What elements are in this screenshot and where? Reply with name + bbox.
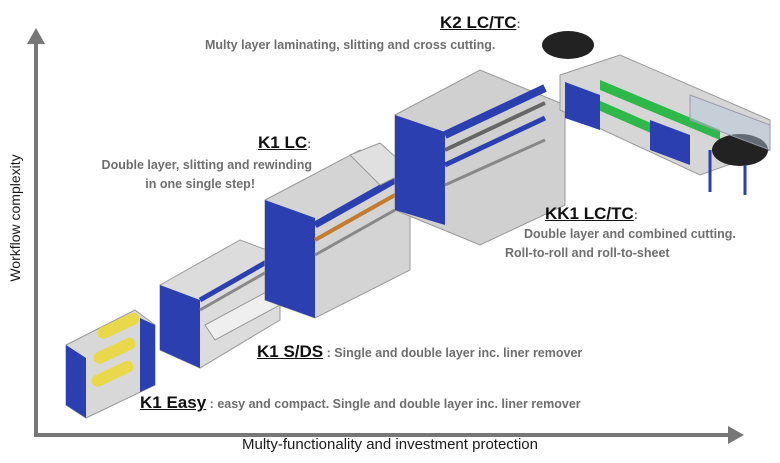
roll-bottom-icon (712, 134, 768, 166)
desc-kk1-lctc-line1: Double layer and combined cutting. (524, 227, 736, 241)
label-k1-sds: K1 S/DS : Single and double layer inc. l… (257, 342, 583, 361)
machine-k1-sds (159, 239, 281, 369)
desc-k1-lc-line2: in one single step! (145, 177, 255, 191)
y-axis-arrow (27, 28, 45, 44)
label-kk1-lctc: KK1 LC/TC: (545, 204, 638, 223)
y-axis-label: Workflow complexity (7, 154, 23, 282)
machine-desc: Single and double layer inc. liner remov… (334, 346, 583, 360)
label-k2-lctc: K2 LC/TC: (440, 13, 521, 32)
machine-title: K2 LC/TC (440, 13, 517, 32)
machine-title: K1 S/DS (257, 342, 324, 361)
machine-kk1-lctc (394, 69, 566, 246)
label-k1-lc: K1 LC: (258, 133, 312, 152)
machine-title: KK1 LC/TC (545, 204, 634, 223)
machine-title: K1 LC (258, 133, 308, 152)
machine-title: K1 Easy (140, 393, 207, 412)
machine-k2-lctc (542, 31, 771, 195)
x-axis-arrow (728, 426, 744, 444)
machine-k1-easy (65, 309, 156, 419)
x-axis-label: Multy-functionality and investment prote… (242, 436, 538, 453)
machine-desc: easy and compact. Single and double laye… (217, 397, 581, 411)
label-k1-easy: K1 Easy : easy and compact. Single and d… (140, 393, 581, 412)
desc-k2-lctc: Multy layer laminating, slitting and cro… (205, 38, 496, 52)
roll-top-icon (542, 31, 594, 59)
desc-k1-lc-line1: Double layer, slitting and rewinding (101, 158, 312, 172)
desc-kk1-lctc-line2: Roll-to-roll and roll-to-sheet (505, 246, 670, 260)
